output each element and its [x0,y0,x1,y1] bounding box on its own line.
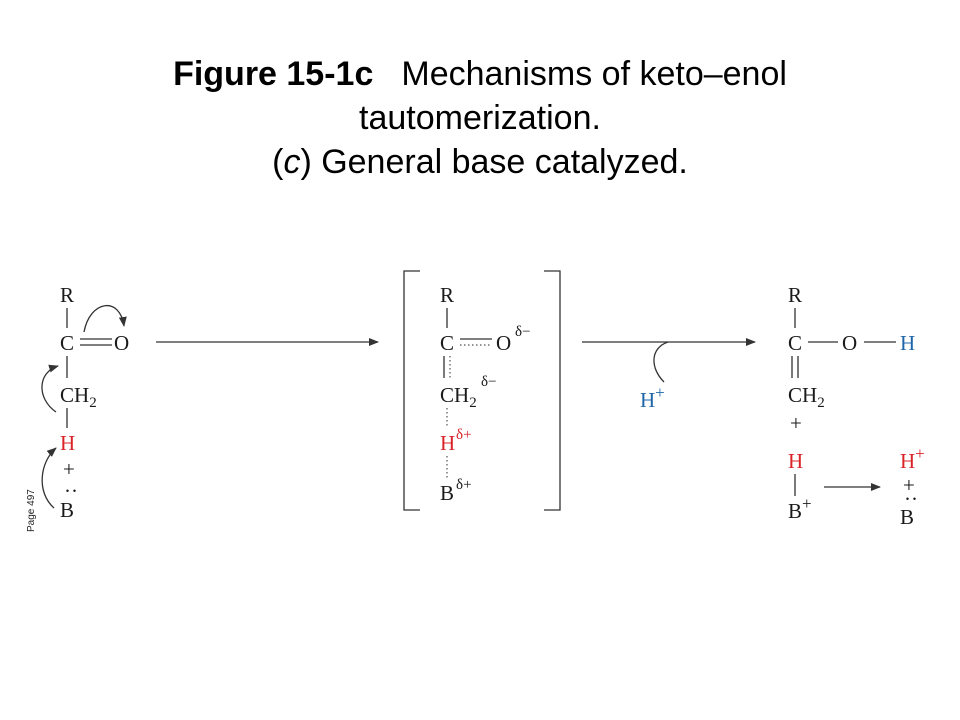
curved-arrow-to-oxygen [83,305,127,333]
keto-structure: R C O CH2 H + ·· B [41,283,129,522]
atom-h-red-3: H [788,449,803,473]
curved-arrow-base-to-h [41,447,57,509]
atom-b-2: B [440,481,454,505]
atom-ch-2: CH2 [440,383,477,411]
atom-o-2: O [496,331,511,355]
page-note: Page 497 [26,489,37,532]
atom-b-4: B [900,505,914,529]
charge-delta-plus-h: δ+ [456,427,472,443]
bracket-left [403,270,420,511]
atom-c-3: C [788,331,802,355]
atom-r-1: R [60,283,74,307]
proton-entry-curve [653,341,669,383]
charge-delta-plus-b: δ+ [456,477,472,493]
atom-h-red-1: H [60,431,75,455]
atom-ch-1: CH2 [60,383,97,411]
atom-b-1: B [60,498,74,522]
atom-c-2: C [440,331,454,355]
bracket-right [544,270,561,511]
lone-pair-1: ·· [64,479,78,503]
charge-delta-minus-o: δ− [515,324,531,340]
atom-h-red-4: H+ [900,444,925,473]
transition-state: R C O δ− CH2 δ− H δ+ B δ+ [403,270,561,511]
plus-sign-1: + [63,457,75,481]
atom-o-3: O [842,331,857,355]
title-line-1: Figure 15-1c Mechanisms of keto–enol [0,52,960,96]
proton-h-blue: H+ [640,383,665,412]
atom-c-1: C [60,331,74,355]
curved-arrow-to-cc-bond [41,364,59,413]
plus-sign-3: + [790,411,802,435]
title-italic-c: c [283,143,301,181]
enol-structure: R C O H CH2 + H B+ H+ + ·· B [788,283,925,529]
charge-delta-minus-c: δ− [481,374,497,390]
figure-label: Figure 15-1c [173,55,374,93]
atom-r-2: R [440,283,454,307]
title-line-3: (c) General base catalyzed. [272,143,688,181]
atom-h-red-2: H [440,431,455,455]
plus-sign-4: + [903,473,915,497]
atom-o-1: O [114,331,129,355]
atom-b-3: B+ [788,494,812,523]
figure-title: Figure 15-1c Mechanisms of keto–enol taut… [0,52,960,184]
lone-pair-4: ·· [904,487,918,511]
title-line-2: tautomerization. [359,99,601,137]
atom-h-blue-3: H [900,331,915,355]
title-text-1: Mechanisms of keto–enol [401,55,787,93]
atom-r-3: R [788,283,802,307]
atom-ch-3: CH2 [788,383,825,411]
